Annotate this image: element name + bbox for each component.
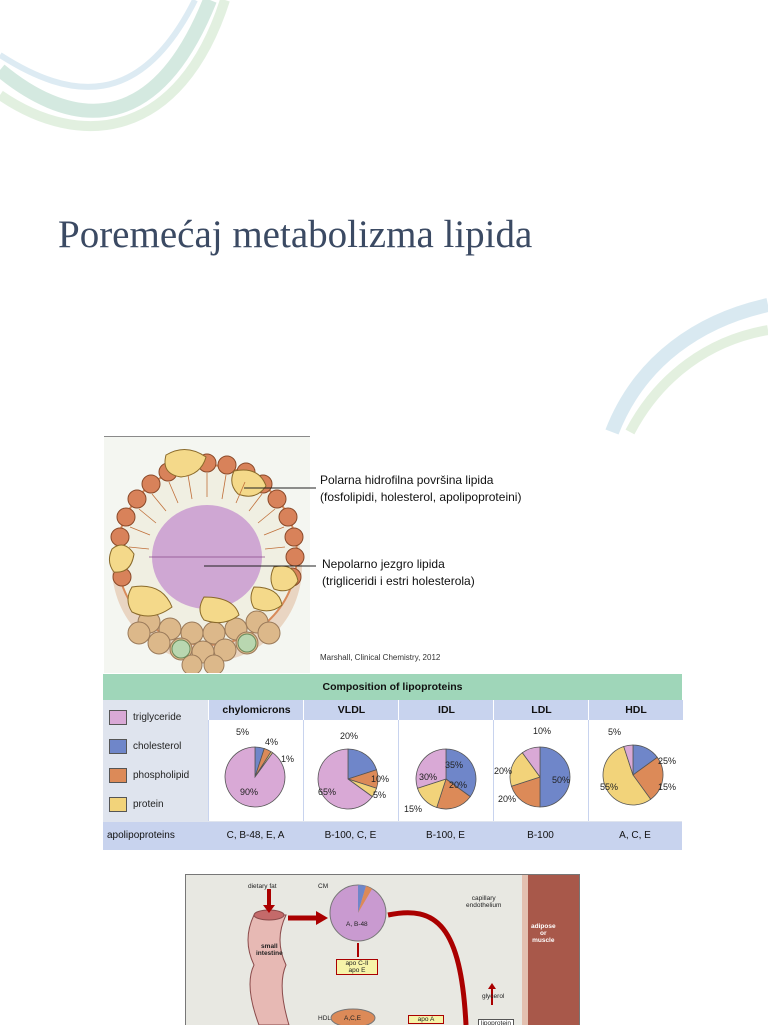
pie-label: 10% [371,774,390,784]
column-header-idl: IDL [398,700,494,720]
table-title: Composition of lipoproteins [103,674,682,700]
pie-label: 1% [281,754,295,764]
apo-chylomicrons: C, B-48, E, A [226,830,285,841]
adipose-muscle-label: adipose or muscle [531,923,556,944]
glycerol-label: glycerol [482,993,505,1000]
pie-label: 20% [340,731,359,741]
pie-slice-ldl-cholesterol [539,746,571,808]
legend-label: phospholipid [133,770,190,781]
apo-a-box: apo A [408,1015,444,1024]
surface-label-line2: (fosfolipidi, holesterol, apolipoprotein… [320,490,522,504]
pie-label: 5% [373,790,387,800]
lipoprotein-structure-figure: Polarna hidrofilna površina lipida (fosf… [104,436,684,676]
pie-label: 20% [494,766,513,776]
pointer-lines [204,487,316,567]
pie-slice-ldl-triglyceride [521,746,541,779]
legend-swatch [109,768,127,783]
chylomicron-metabolism-diagram: dietary fat CM small intestine A, B-48 a… [185,874,580,1025]
pie-slice-vldl-triglyceride [317,748,373,810]
legend-label: triglyceride [133,712,182,723]
pie-slice-idl-triglyceride [415,748,447,789]
core-label-line2: (trigliceridi i estri holesterola) [322,574,475,588]
pie-slice-ldl-protein [509,752,541,787]
apo-vldl: B-100, C, E [324,830,377,841]
pie-label: 4% [265,737,279,747]
apo-hdl: A, C, E [619,830,651,841]
pie-slice-hdl-protein [602,745,652,806]
pie-label: 25% [658,756,677,766]
lipoprotein-composition-table: Composition of lipoproteins triglyceride… [103,674,683,850]
legend-swatch [109,797,127,812]
legend-swatch [109,739,127,754]
core-label-line1: Nepolarno jezgro lipida [322,557,445,571]
apo-cii-e-box: apo C-II apo E [336,959,378,975]
column-header-chylomicrons: chylomicrons [208,700,304,720]
hdl-label: HDL [318,1015,332,1022]
lipoprotein-particle-image [104,436,310,676]
legend-item-triglyceride: triglyceride [109,710,181,725]
apo-ldl: B-100 [527,830,554,841]
legend-label: protein [133,799,164,810]
pie-label: 5% [236,727,250,737]
chylomicron-apo-label: A, B-48 [346,921,368,928]
composition-pie-charts [224,744,664,810]
small-intestine-label: small intestine [256,943,283,957]
legend-label: cholesterol [133,741,182,752]
column-header-ldl: LDL [493,700,589,720]
figure-source: Marshall, Clinical Chemistry, 2012 [320,653,441,662]
pie-label: 15% [658,782,677,792]
surface-label-line1: Polarna hidrofilna površina lipida [320,473,494,487]
lipoprotein-particle-drawing [108,449,305,676]
pie-label: 10% [533,726,552,736]
dietary-fat-label: dietary fat [248,883,277,890]
capillary-endothelium-label: capillary endothelium [466,895,502,909]
pie-slice-vldl-cholesterol [347,748,378,780]
metabolism-drawing [247,875,579,1025]
pie-label: 30% [419,772,438,782]
pie-slice-hdl-phospholipid [632,756,664,800]
pie-label: 55% [600,782,619,792]
legend-column: triglyceride cholesterol phospholipid pr… [103,700,208,821]
apolipoproteins-row: apolipoproteins C, B-48, E, A B-100, C, … [103,822,682,850]
hdl-apo-label: A,C,E [344,1015,361,1022]
apolipoproteins-row-label: apolipoproteins [107,830,175,841]
pie-slice-idl-phospholipid [436,778,471,810]
legend-item-protein: protein [109,797,164,812]
pie-slice-idl-cholesterol [445,748,477,798]
column-header-vldl: VLDL [303,700,399,720]
pie-label: 15% [404,804,423,814]
legend-item-cholesterol: cholesterol [109,739,181,754]
pie-label: 5% [608,727,622,737]
apo-idl: B-100, E [426,830,465,841]
pie-label: 65% [318,787,337,797]
cm-label: CM [318,883,329,890]
pie-label: 20% [449,780,468,790]
pie-label: 35% [445,760,464,770]
lipoprotein-box: lipoprotein [478,1019,514,1025]
pie-label: 50% [552,775,571,785]
pie-label: 20% [498,794,517,804]
pie-label: 90% [240,787,259,797]
legend-item-phospholipid: phospholipid [109,768,189,783]
legend-swatch [109,710,127,725]
pie-slice-chylomicrons-triglyceride [224,746,286,808]
pie-slice-hdl-triglyceride [623,744,634,776]
pie-slice-ldl-phospholipid [510,776,541,808]
slide-title: Poremećaj metabolizma lipida [58,213,533,256]
column-header-hdl: HDL [588,700,683,720]
